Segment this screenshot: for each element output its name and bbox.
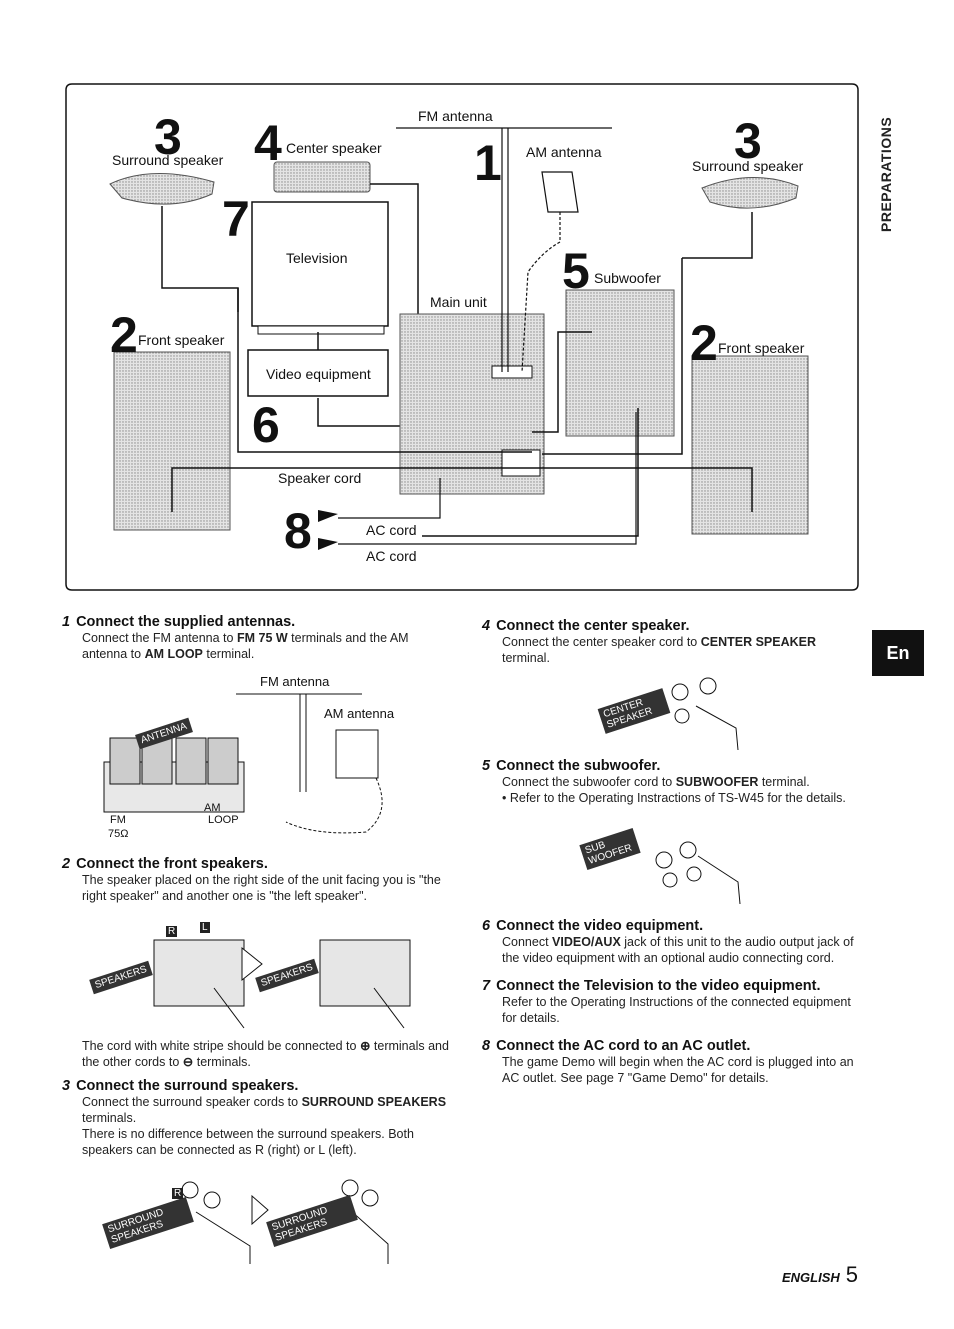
illus-am-antenna-label: AM antenna xyxy=(324,706,395,721)
label-ac-cord-1: AC cord xyxy=(366,522,417,538)
step-7-text: Refer to the Operating Instructions of t… xyxy=(502,995,851,1025)
illus-fm-antenna-label: FM antenna xyxy=(260,674,330,689)
step-1-text: Connect the FM antenna to FM 75 W termin… xyxy=(82,631,409,661)
front-terminal-l: L xyxy=(200,922,210,933)
center-speaker-box xyxy=(273,161,371,193)
label-speaker-cord: Speaker cord xyxy=(278,470,362,486)
step-4-text: Connect the center speaker cord to CENTE… xyxy=(502,635,817,665)
step-3-text-2: There is no difference between the surro… xyxy=(82,1127,414,1157)
section-tab: PREPARATIONS xyxy=(878,82,906,232)
label-video-equipment: Video equipment xyxy=(266,366,371,382)
step-number-2-right: 2 xyxy=(690,315,718,371)
subwoofer-terminal-illustration: SUB WOOFER xyxy=(578,816,758,906)
page-footer: ENGLISH 5 xyxy=(782,1262,858,1288)
illus-am-small: AM xyxy=(204,802,221,814)
label-surround-speaker-right: Surround speaker xyxy=(692,158,804,174)
plus-icon: ⊕ xyxy=(359,1039,371,1053)
step-8-text: The game Demo will begin when the AC cor… xyxy=(502,1055,854,1085)
step-5-text: Connect the subwoofer cord to SUBWOOFER … xyxy=(502,775,810,789)
step-3-text: Connect the surround speaker cords to SU… xyxy=(82,1095,447,1125)
label-front-speaker-left: Front speaker xyxy=(138,332,225,348)
front-terminal-r: R xyxy=(166,926,178,937)
label-main-unit: Main unit xyxy=(430,294,487,310)
step-2-polarity-note: The cord with white stripe should be con… xyxy=(82,1039,449,1069)
step-number-3-left: 3 xyxy=(154,109,182,165)
front-speaker-right-box xyxy=(691,355,809,535)
antenna-illustration: ANTENNA FM antenna AM antenna FM 75Ω AM … xyxy=(96,672,416,852)
video-equipment-box xyxy=(247,349,389,397)
language-tab: En xyxy=(872,630,924,676)
step-number-6: 6 xyxy=(252,397,280,453)
illus-loop-small: LOOP xyxy=(208,814,239,826)
page-number: 5 xyxy=(845,1262,859,1287)
step-number-5: 5 xyxy=(562,243,590,299)
label-front-speaker-right: Front speaker xyxy=(718,340,805,356)
television-box xyxy=(251,201,389,327)
step-2-text: The speaker placed on the right side of … xyxy=(82,873,441,903)
step-5-bullet: • Refer to the Operating Instractions of… xyxy=(502,791,846,805)
step-number-1: 1 xyxy=(474,135,502,191)
label-subwoofer: Subwoofer xyxy=(594,270,661,286)
step-number-8: 8 xyxy=(284,503,312,559)
label-fm-antenna: FM antenna xyxy=(418,108,493,124)
step-2-note: The cord with white stripe should be con… xyxy=(62,1038,452,1070)
diagram-drawing xyxy=(65,83,859,591)
surround-speaker-right xyxy=(682,176,799,259)
step-number-2-left: 2 xyxy=(110,307,138,363)
section-tab-label: PREPARATIONS xyxy=(878,116,894,232)
illus-ohm: 75Ω xyxy=(108,828,129,840)
front-speaker-terminal-illustration: SPEAKERS SPEAKERS R L xyxy=(84,918,424,1032)
surround-terminal-illustration: SURROUND SPEAKERS SURROUND SPEAKERS R xyxy=(100,1166,400,1266)
step-number-7: 7 xyxy=(222,191,250,247)
surround-terminal-r: R xyxy=(172,1188,184,1199)
label-surround-speaker-left: Surround speaker xyxy=(112,152,224,168)
label-ac-cord-2: AC cord xyxy=(366,548,417,564)
illus-fm-small: FM xyxy=(110,814,126,826)
footer-language: ENGLISH xyxy=(782,1270,840,1285)
step-6-text: Connect VIDEO/AUX jack of this unit to t… xyxy=(502,935,854,965)
surround-speaker-left xyxy=(109,172,239,312)
minus-icon: ⊖ xyxy=(182,1055,194,1069)
label-center-speaker: Center speaker xyxy=(286,140,382,156)
step-number-3-right: 3 xyxy=(734,113,762,169)
step-number-4: 4 xyxy=(254,115,282,171)
label-am-antenna: AM antenna xyxy=(526,144,602,160)
label-television: Television xyxy=(286,250,348,266)
center-terminal-illustration: CENTER SPEAKER xyxy=(596,672,756,754)
connection-diagram: 3 4 1 3 7 5 2 2 6 8 Surround speaker Cen… xyxy=(62,82,862,594)
subwoofer-box xyxy=(565,289,675,437)
